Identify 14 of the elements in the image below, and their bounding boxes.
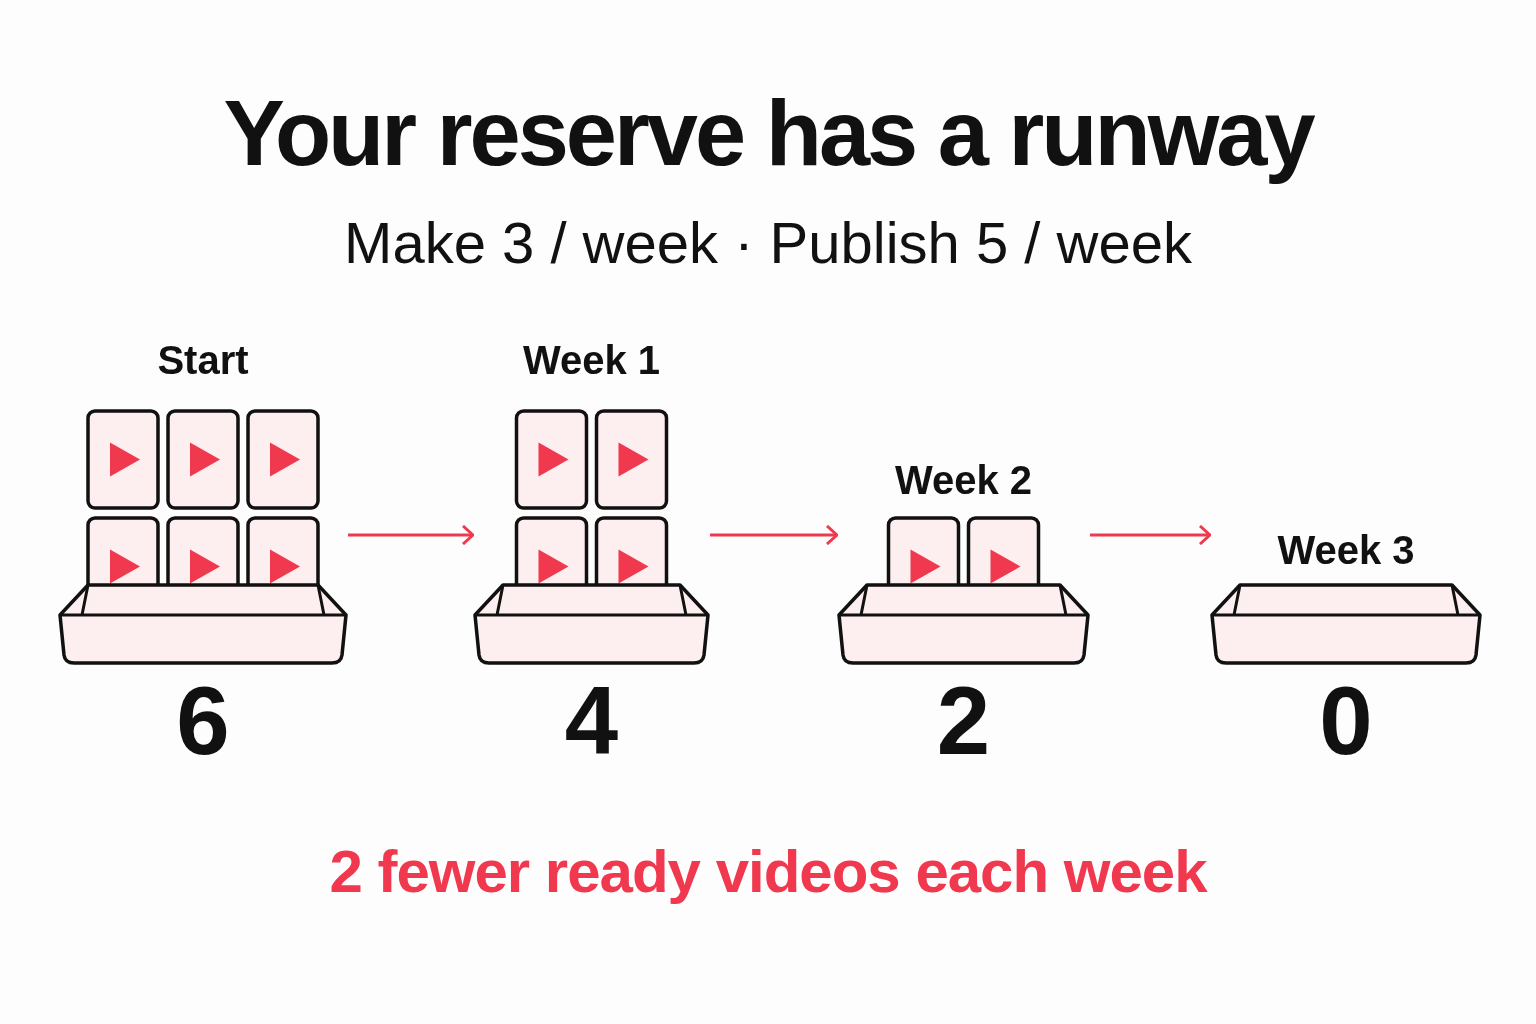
title: Your reserve has a runway — [222, 81, 1315, 186]
count-label: 4 — [563, 671, 620, 771]
stage-heading: Week 2 — [893, 457, 1034, 504]
subtitle: Make 3 / week · Publish 5 / week — [343, 209, 1193, 277]
summary-note: 2 fewer ready videos each week — [328, 837, 1209, 907]
arrow — [1090, 524, 1212, 546]
count-label: 2 — [935, 671, 992, 771]
count-label: 0 — [1318, 671, 1374, 771]
arrow — [710, 524, 839, 546]
stage-heading: Week 3 — [1276, 527, 1416, 574]
stage-heading: Start — [156, 337, 250, 384]
stage-heading: Week 1 — [521, 337, 662, 384]
count-label: 6 — [175, 671, 231, 771]
arrow — [348, 524, 475, 546]
